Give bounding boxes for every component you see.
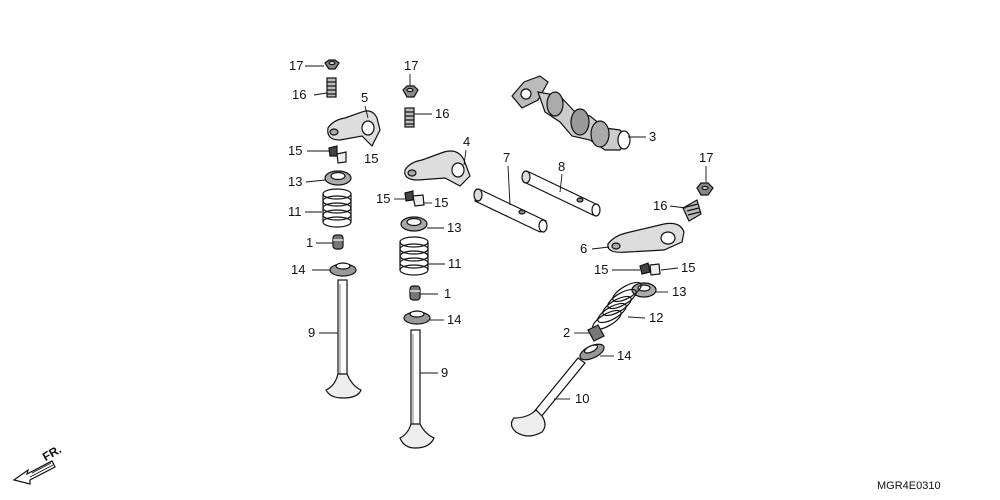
adjusting-screw-16-b (404, 107, 415, 128)
stem-seal-1-a (332, 234, 344, 250)
callout-8: 8 (558, 159, 566, 174)
callout-15-left-a: 15 (288, 143, 303, 158)
callout-16-left: 16 (292, 87, 307, 102)
callout-15-center-b: 15 (434, 195, 449, 210)
callout-17-center: 17 (404, 58, 419, 73)
lock-nut-17-b (402, 85, 419, 98)
spring-retainer-13-c (631, 282, 657, 298)
callout-14-left: 14 (291, 262, 306, 277)
valve-spring-11-a (322, 188, 352, 228)
callout-15-right-a: 15 (594, 262, 609, 277)
callout-11-left: 11 (288, 204, 302, 219)
rocker-arm-5 (327, 110, 381, 148)
rocker-arm-4 (404, 150, 471, 187)
rocker-arm-6 (607, 222, 685, 253)
callout-5: 5 (361, 90, 369, 105)
spring-seat-14-a (329, 262, 357, 277)
callout-15-right-b: 15 (681, 260, 696, 275)
callout-1-center: 1 (444, 286, 452, 301)
callout-11-center: 11 (448, 256, 462, 271)
callout-16-center: 16 (435, 106, 450, 121)
valve-9-b (399, 329, 435, 449)
callout-9-center: 9 (441, 365, 449, 380)
callout-1-left: 1 (306, 235, 314, 250)
valve-9-a (325, 279, 362, 399)
callout-13-right: 13 (672, 284, 687, 299)
spring-retainer-13-a (324, 170, 352, 186)
callout-12: 12 (649, 310, 664, 325)
spring-seat-14-b (403, 310, 431, 325)
cotter-15-a (328, 145, 347, 164)
callout-6: 6 (580, 241, 588, 256)
adjusting-screw-16-c (682, 199, 702, 222)
stem-seal-1-b (409, 285, 421, 301)
rocker-shaft-8 (521, 170, 601, 217)
leader-lines (305, 65, 707, 400)
cotter-15-c (639, 262, 661, 276)
spring-retainer-13-b (400, 216, 428, 232)
diagram-code: MGR4E0310 (877, 480, 941, 492)
callout-14-center: 14 (447, 312, 462, 327)
callout-3: 3 (649, 129, 657, 144)
callout-13-left: 13 (288, 174, 303, 189)
callout-9-left: 9 (308, 325, 316, 340)
callout-15-center-a: 15 (376, 191, 391, 206)
callout-17-left: 17 (289, 58, 304, 73)
callout-16-right: 16 (653, 198, 668, 213)
lock-nut-17-c (696, 182, 714, 196)
stem-seal-2 (587, 324, 605, 342)
adjusting-screw-16-a (326, 77, 337, 98)
callout-10: 10 (575, 391, 590, 406)
callout-15-left-b: 15 (364, 151, 379, 166)
callout-4: 4 (463, 134, 471, 149)
spring-seat-14-c (579, 343, 605, 361)
valve-10 (510, 357, 586, 437)
camshaft-3 (511, 75, 631, 151)
callout-13-center: 13 (447, 220, 462, 235)
callout-14-right: 14 (617, 348, 632, 363)
lock-nut-17-a (324, 59, 340, 70)
valve-spring-11-b (399, 236, 429, 276)
cotter-15-b (404, 190, 425, 207)
callout-17-right: 17 (699, 150, 714, 165)
rocker-shaft-7 (473, 188, 548, 233)
callout-2: 2 (563, 325, 571, 340)
callout-7: 7 (503, 150, 511, 165)
front-direction-arrow-icon (12, 460, 56, 485)
